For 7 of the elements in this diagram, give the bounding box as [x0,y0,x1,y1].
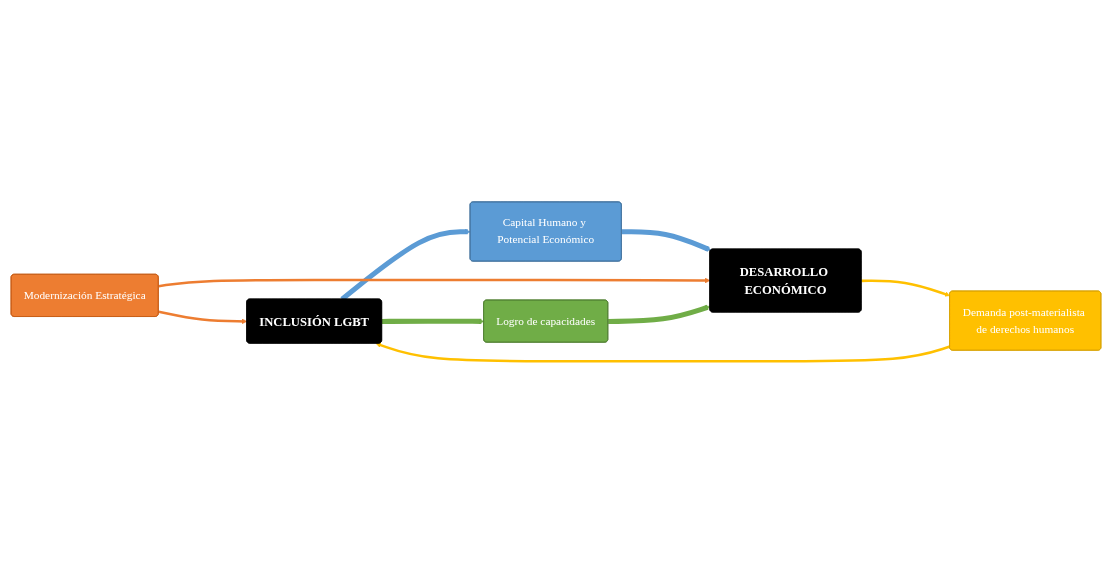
arrow [375,342,950,363]
arrow [607,304,710,324]
arrow [157,277,710,288]
arrow [621,229,711,252]
arrow [381,318,484,325]
arrow [861,279,950,297]
arrow [157,310,247,325]
